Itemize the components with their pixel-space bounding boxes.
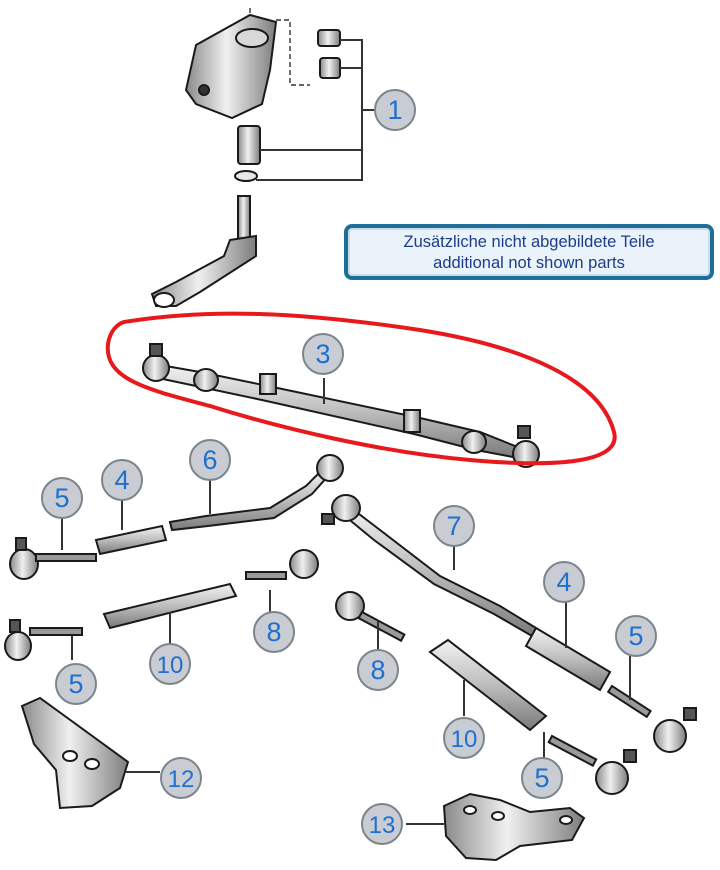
callout-label: 12 [168,766,195,793]
part-1-pitman-arm-assembly [150,13,341,308]
callout-c5c: 5 [615,615,657,657]
callout-circle [41,477,83,519]
part-1-dashed-guides [249,8,310,86]
callout-c6: 6 [189,439,231,481]
callout-label: 1 [387,95,402,125]
callout-leaders-left [61,480,211,550]
callout-circle [101,459,143,501]
callout-label: 8 [370,655,385,685]
callout-label: 4 [556,567,571,597]
highlight-outline [105,311,617,466]
part-5-tie-rod-end-upper-left [9,537,97,580]
note-line-english: additional not shown parts [433,254,625,272]
callout-label: 3 [315,339,330,369]
bracket-bore [235,28,269,48]
callout-label: 13 [369,812,396,839]
callout-leaders-right [377,542,631,760]
left-clamp [259,373,277,395]
callout-label: 5 [54,483,69,513]
callout-label: 5 [534,763,549,793]
part-13-bracket [442,792,586,862]
callout-c10b: 10 [443,717,485,759]
part-12-bracket [20,696,130,810]
washer [234,170,258,182]
part-4-sleeve-left [94,524,168,556]
bracket-bolt [198,84,210,96]
right-ball-joint [512,440,540,468]
callout-circle [189,439,231,481]
part-10-tube-left [102,582,238,630]
arm-eye [153,292,175,308]
callout-circle [521,757,563,799]
callout-circle [433,505,475,547]
callout-c1: 1 [374,89,416,131]
callout-c8b: 8 [357,649,399,691]
callout-circle [302,333,344,375]
right-joint-nut [517,425,531,439]
callout-label: 5 [68,669,83,699]
callout-label: 10 [157,652,184,679]
callout-c4b: 4 [543,561,585,603]
right-clamp [403,409,421,433]
left-ball-joint [142,354,170,382]
callout-circle [615,615,657,657]
callout-1-leaders [256,39,376,181]
callout-c5a: 5 [41,477,83,519]
callout-label: 8 [266,617,281,647]
callout-label: 4 [114,465,129,495]
callout-circle [443,717,485,759]
callout-circle [253,611,295,653]
bushing-lower [319,57,341,79]
callout-c5b: 5 [55,663,97,705]
left-eye [193,368,219,392]
callout-c3: 3 [302,333,344,375]
part-5-tie-rod-end-lower-left [4,619,83,661]
callout-circle [357,649,399,691]
part-8-rod-end-right [335,591,406,643]
callout-c13: 13 [361,803,403,845]
right-eye [461,430,487,454]
callout-label: 5 [628,621,643,651]
callout-label: 7 [446,511,461,541]
part-6-tie-rod [168,454,344,532]
part-10-tube-right [428,638,548,732]
bushing-top [317,29,341,47]
callout-label: 6 [202,445,217,475]
note-line-german: Zusätzliche nicht abgebildete Teile [403,233,655,251]
note-box: Zusätzliche nicht abgebildete Teile addi… [344,224,714,280]
callout-leaders-mid [71,590,271,660]
callout-circle [543,561,585,603]
bushing-shaft [237,125,261,165]
callout-c7: 7 [433,505,475,547]
part-5-tie-rod-end-right-upper [606,684,697,753]
callout-circle [149,643,191,685]
callout-c5d: 5 [521,757,563,799]
callout-c8a: 8 [253,611,295,653]
callout-circle [160,757,202,799]
callout-circle [374,89,416,131]
part-4-sleeve-right [524,626,612,692]
arm-shaft [237,195,251,241]
callout-c10a: 10 [149,643,191,685]
callout-circle [55,663,97,705]
part-5-tie-rod-end-right-lower [547,734,637,795]
callout-c4a: 4 [101,459,143,501]
left-joint-nut [149,343,163,357]
callout-c12: 12 [160,757,202,799]
part-8-rod-end-left [245,549,319,580]
callout-label: 10 [451,726,478,753]
callout-circle [361,803,403,845]
part-3-center-link [142,343,540,468]
